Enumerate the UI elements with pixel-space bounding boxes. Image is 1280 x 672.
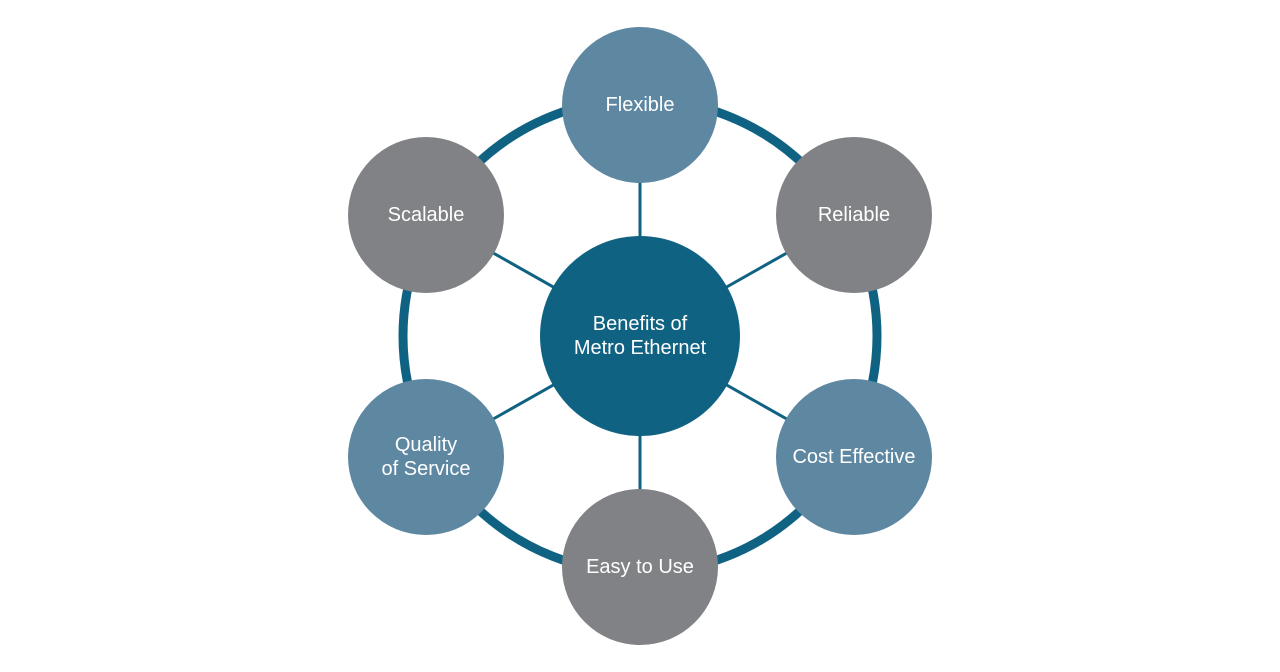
node-quality-of-service-line-1: Quality: [394, 434, 458, 456]
node-scalable-line-1: Scalable: [387, 204, 465, 226]
center-label-line-1: Benefits of: [592, 313, 688, 335]
node-quality-of-service: Quality of Service: [348, 379, 504, 535]
node-flexible: Flexible: [562, 27, 718, 183]
node-cost-effective-line-1: Cost Effective: [792, 446, 916, 468]
center-label-line-2: Metro Ethernet: [573, 337, 707, 359]
center-node-benefits: Benefits of Metro Ethernet: [540, 236, 740, 436]
node-flexible-line-1: Flexible: [605, 94, 675, 116]
node-quality-of-service-label: Quality of Service: [382, 433, 471, 481]
node-scalable: Scalable: [348, 137, 504, 293]
center-label: Benefits of Metro Ethernet: [574, 312, 706, 360]
node-cost-effective: Cost Effective: [776, 379, 932, 535]
node-flexible-label: Flexible: [606, 93, 675, 117]
node-easy-to-use-label: Easy to Use: [586, 555, 694, 579]
node-scalable-label: Scalable: [388, 203, 465, 227]
node-easy-to-use: Easy to Use: [562, 489, 718, 645]
node-easy-to-use-line-1: Easy to Use: [586, 556, 694, 578]
node-cost-effective-label: Cost Effective: [792, 445, 915, 469]
node-quality-of-service-line-2: of Service: [381, 458, 471, 480]
node-reliable: Reliable: [776, 137, 932, 293]
node-reliable-label: Reliable: [818, 203, 890, 227]
node-reliable-line-1: Reliable: [817, 204, 891, 226]
